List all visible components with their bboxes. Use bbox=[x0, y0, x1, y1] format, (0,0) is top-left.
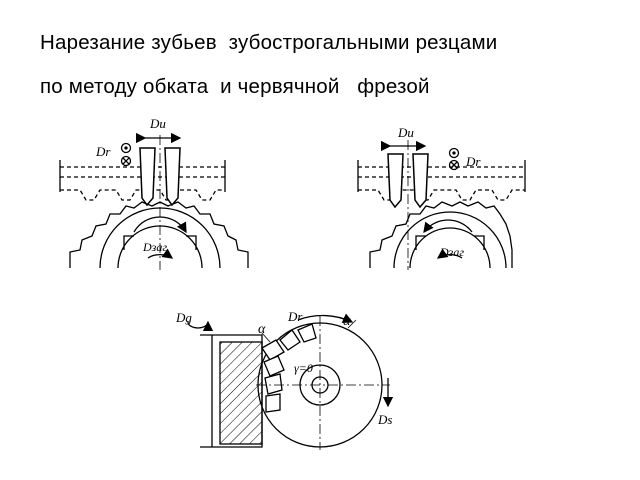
label-dg: Dg bbox=[175, 310, 192, 325]
gear-blank-right bbox=[369, 201, 513, 269]
hob-diagram bbox=[187, 313, 394, 450]
gear-blank-left bbox=[69, 201, 249, 269]
label-alpha-right: α bbox=[343, 314, 351, 329]
label-dr-hob: Dr bbox=[287, 309, 303, 324]
label-alpha-left: α bbox=[258, 322, 266, 337]
label-dr-right: Dr bbox=[465, 154, 481, 169]
label-dzag-right: Dзаг bbox=[439, 245, 464, 259]
label-du-right: Dи bbox=[397, 125, 414, 140]
planing-diagram-left bbox=[59, 132, 249, 270]
label-ds: Ds bbox=[377, 412, 392, 427]
label-gamma: γ=0 bbox=[294, 361, 313, 375]
label-dzag-left: Dзаг bbox=[142, 240, 167, 254]
label-dr-left: Dr bbox=[95, 144, 111, 159]
cutters-left bbox=[139, 147, 181, 207]
title-line-1: Нарезание зубьев зубострогальными резцам… bbox=[40, 31, 498, 54]
rack-left bbox=[59, 160, 226, 201]
cutters-right bbox=[387, 153, 429, 209]
title-line-2: по методу обката и червячной фрезой bbox=[40, 75, 430, 98]
planing-diagram-right bbox=[357, 140, 526, 270]
rack-right bbox=[357, 160, 526, 201]
label-du-left: Dи bbox=[149, 116, 166, 131]
hob-teeth bbox=[261, 323, 317, 413]
